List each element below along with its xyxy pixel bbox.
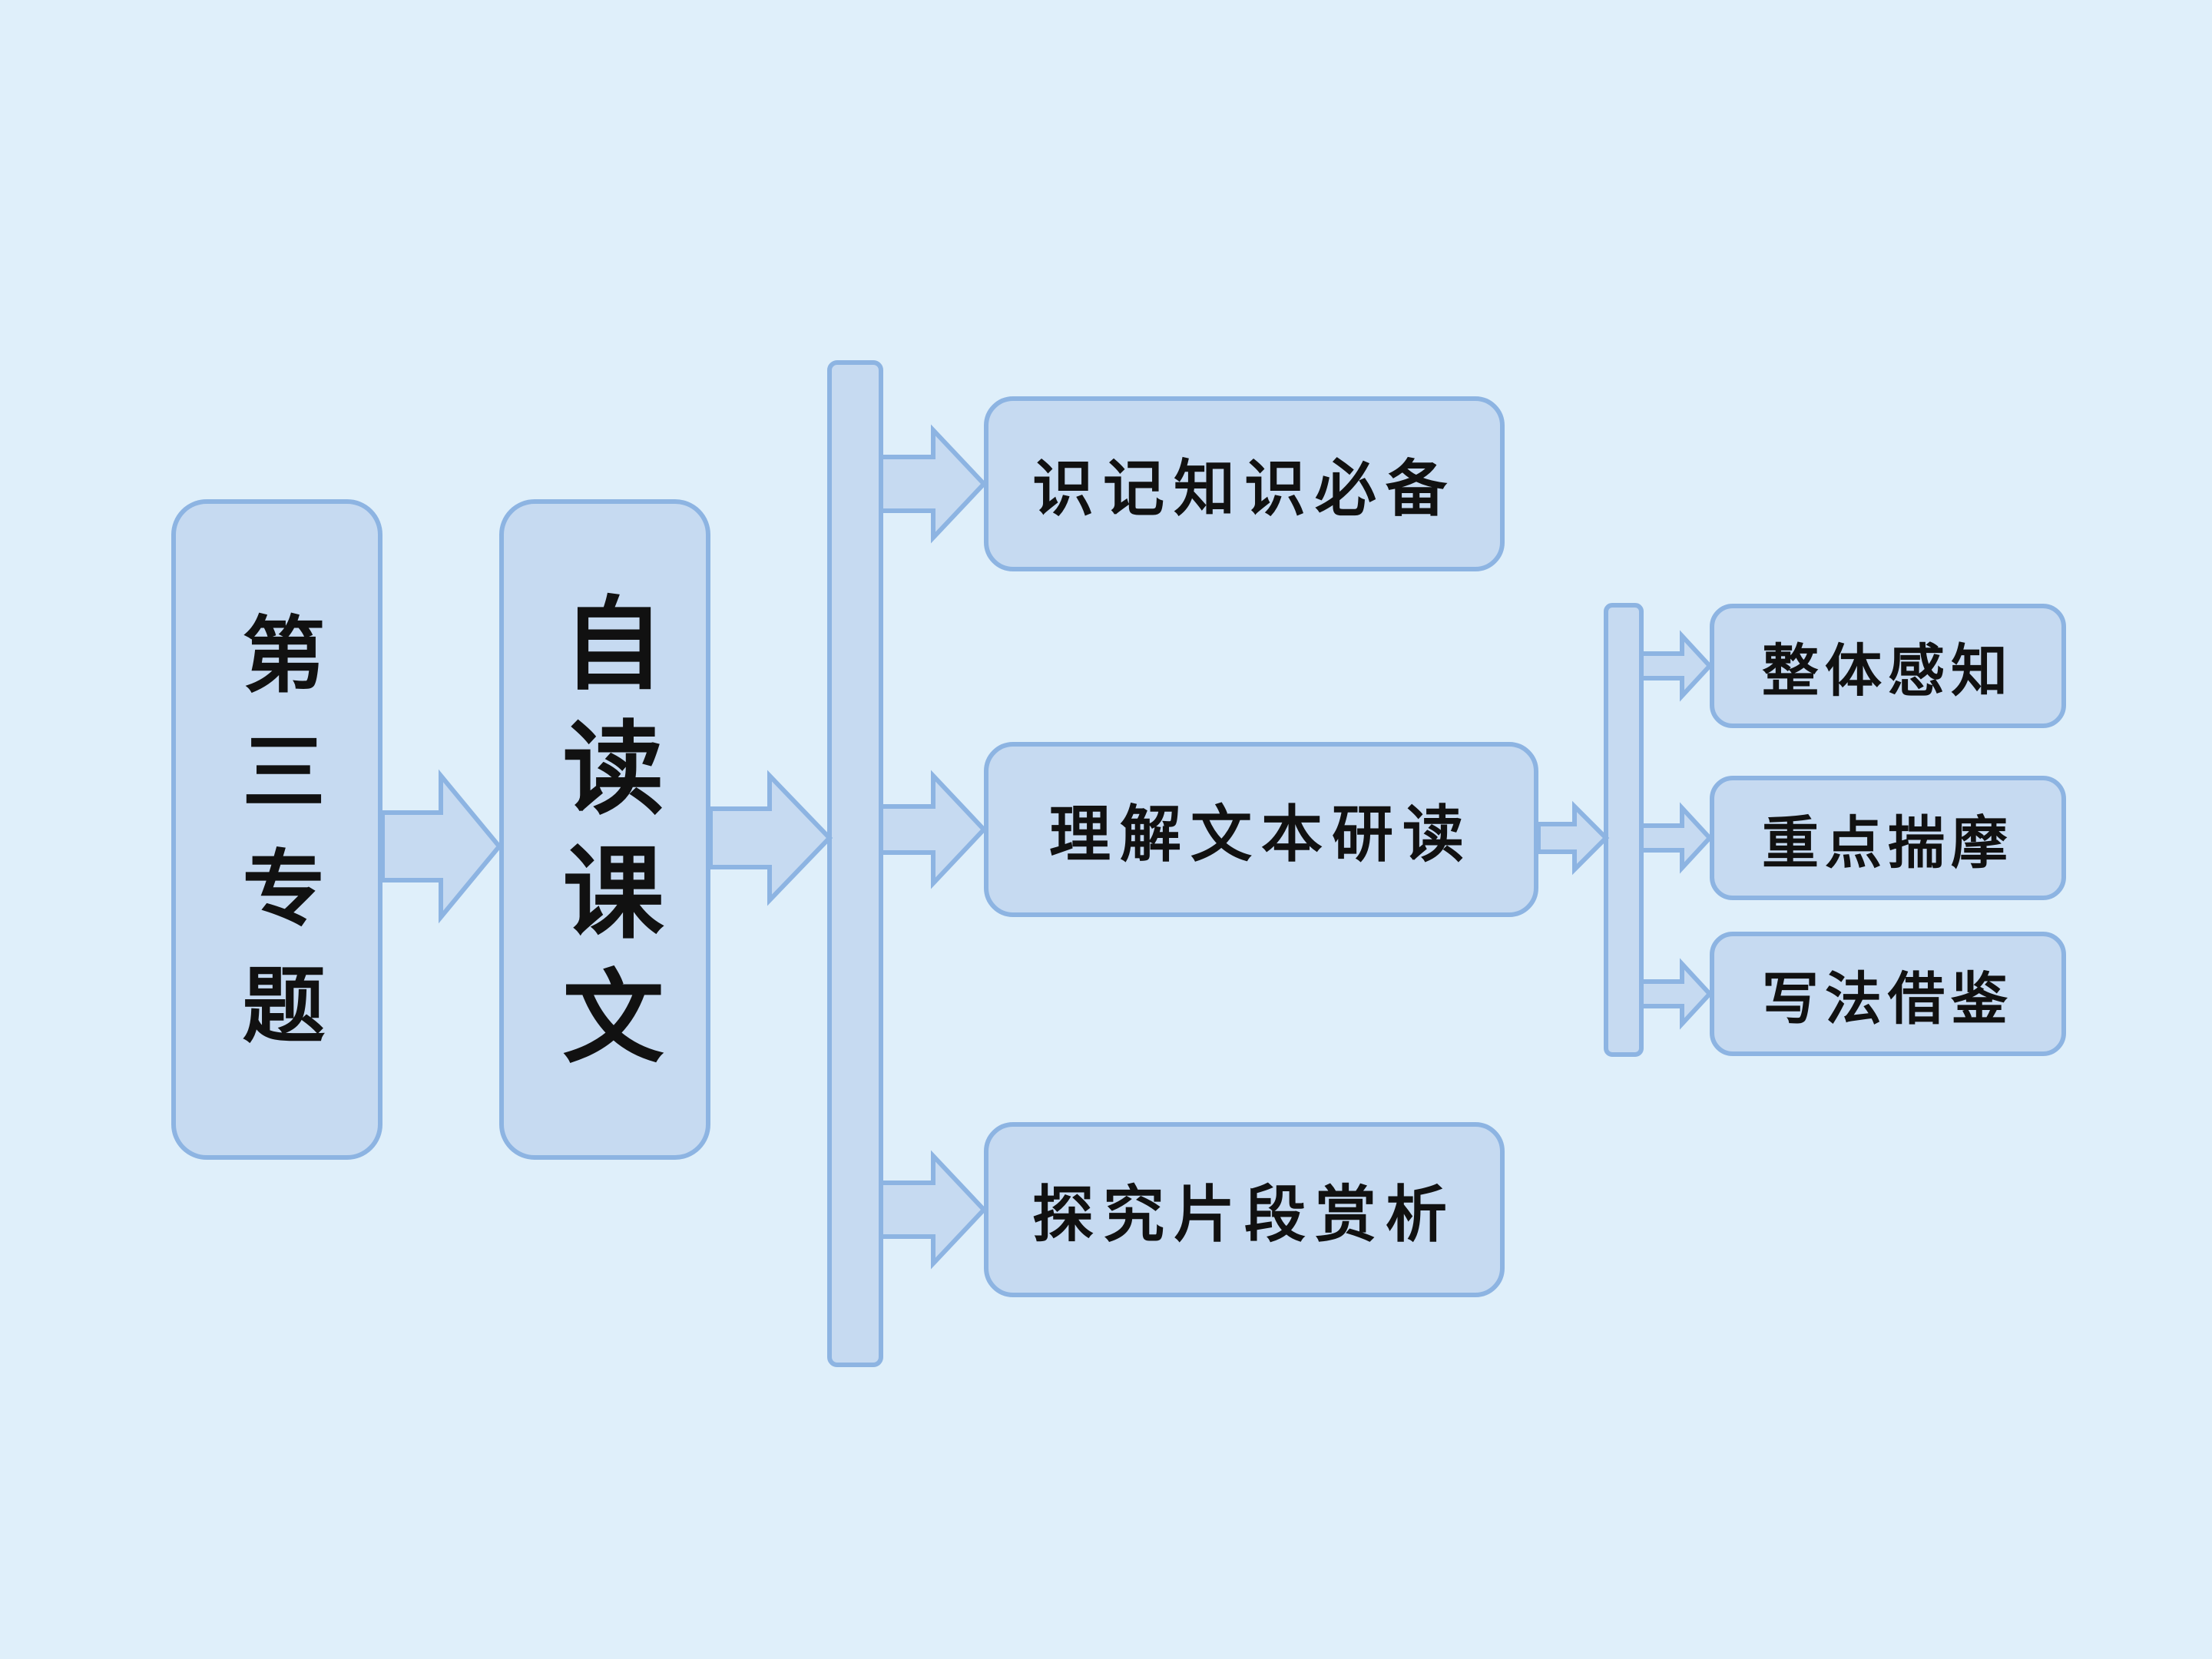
arrow-to-appreciation [879,1150,988,1270]
branch-knowledge-box: 识记知识必备 [984,396,1505,571]
branch-appreciation-label: 探究片段赏析 [1032,1178,1456,1250]
sub-branch-writing-box: 写法借鉴 [1710,932,2066,1056]
arrow-topic-to-reading [380,769,502,924]
arrow-to-overall [1639,630,1714,702]
sub-branch-key-points-label: 重点揣摩 [1762,810,2014,876]
arrow-to-knowledge [879,424,988,544]
sub-branch-overall-label: 整体感知 [1762,637,2014,704]
main-bracket-bar [827,360,883,1367]
sub-branch-writing-label: 写法借鉴 [1762,965,2014,1032]
branch-understanding-label: 理解文本研读 [1049,798,1473,870]
topic-box: 第三专题 [171,499,382,1160]
branch-appreciation-box: 探究片段赏析 [984,1122,1505,1297]
sub-branch-key-points-box: 重点揣摩 [1710,776,2066,900]
branch-understanding-box: 理解文本研读 [984,742,1538,917]
topic-label: 第三专题 [228,611,326,1078]
arrow-to-writing [1639,958,1714,1030]
arrow-to-key-points [1639,802,1714,874]
self-reading-box: 自读课文 [499,499,710,1160]
branch-knowledge-label: 识记知识必备 [1032,452,1456,525]
arrow-understanding-to-subbracket [1536,800,1610,876]
self-reading-label: 自读课文 [545,591,664,1088]
sub-branch-overall-box: 整体感知 [1710,604,2066,728]
sub-bracket-bar [1604,603,1644,1057]
arrow-reading-to-bracket [708,770,833,906]
arrow-to-understanding [879,770,988,889]
